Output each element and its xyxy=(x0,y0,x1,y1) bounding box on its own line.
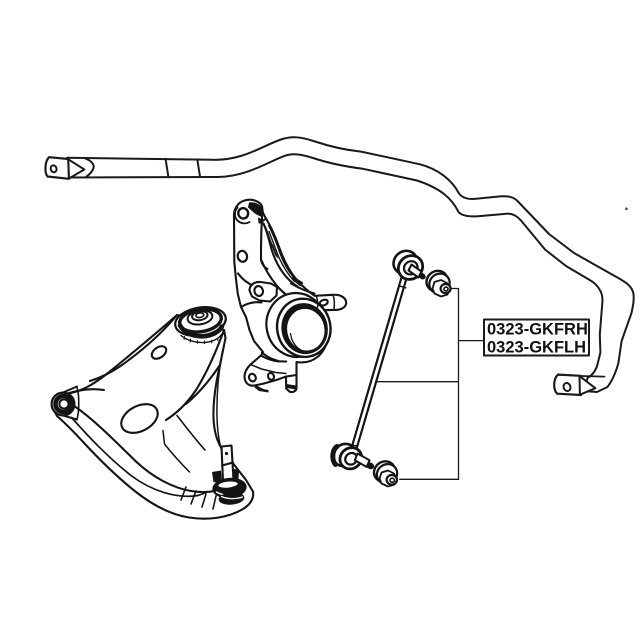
svg-text:0323-GKFRH: 0323-GKFRH xyxy=(487,321,588,339)
svg-text:0323-GKFLH: 0323-GKFLH xyxy=(487,339,586,357)
